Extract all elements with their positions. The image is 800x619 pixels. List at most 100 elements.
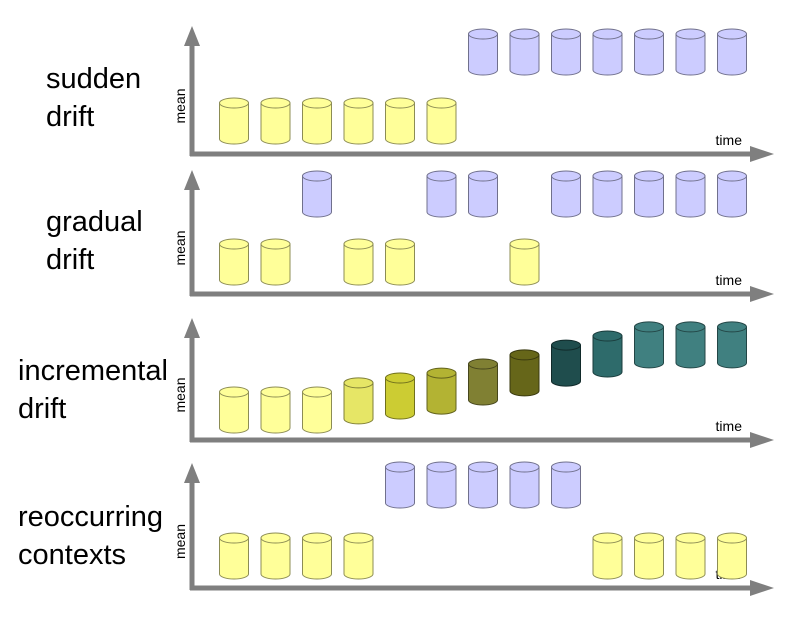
y-axis-label: mean: [172, 230, 188, 265]
block-top: [302, 532, 332, 544]
block-top: [634, 170, 664, 182]
data-block: [551, 170, 581, 218]
block-top: [468, 461, 498, 473]
block-top: [592, 532, 623, 544]
block-body: [551, 175, 581, 218]
data-block: [302, 386, 332, 434]
block-body: [219, 102, 249, 145]
block-top: [302, 97, 332, 109]
x-axis-label: time: [716, 272, 743, 288]
y-axis-arrowhead: [184, 170, 200, 190]
block-body: [468, 175, 498, 218]
block-top: [260, 532, 291, 544]
data-block: [592, 170, 623, 218]
panel-title-gradual-drift: gradual drift: [46, 206, 143, 276]
data-block: [219, 238, 249, 286]
block-body: [675, 175, 706, 218]
block-top: [426, 367, 457, 379]
data-block: [260, 238, 291, 286]
block-top: [509, 238, 540, 250]
block-body: [592, 33, 623, 76]
data-block: [468, 170, 498, 218]
y-axis-label: mean: [172, 88, 188, 123]
block-top: [385, 461, 415, 473]
block-body: [385, 377, 415, 420]
x-axis-arrowhead: [750, 432, 774, 448]
block-body: [468, 363, 498, 406]
block-body: [343, 537, 374, 580]
block-body: [675, 537, 706, 580]
panel-title-sudden-drift: sudden drift: [46, 63, 142, 133]
block-body: [717, 537, 747, 580]
data-block: [509, 349, 540, 397]
block-top: [592, 28, 623, 40]
block-body: [343, 382, 374, 425]
data-block: [343, 532, 374, 580]
data-block: [426, 97, 457, 145]
data-block: [468, 358, 498, 406]
data-block: [468, 28, 498, 76]
block-top: [260, 97, 291, 109]
block-top: [260, 238, 291, 250]
block-body: [302, 537, 332, 580]
y-axis-label: mean: [172, 377, 188, 412]
block-body: [717, 175, 747, 218]
y-axis-arrowhead: [184, 26, 200, 46]
block-top: [634, 321, 664, 333]
data-block: [592, 532, 623, 580]
block-top: [509, 28, 540, 40]
block-body: [302, 102, 332, 145]
data-block: [551, 339, 581, 387]
block-top: [675, 28, 706, 40]
block-top: [426, 97, 457, 109]
block-body: [426, 175, 457, 218]
data-block: [385, 238, 415, 286]
block-top: [675, 532, 706, 544]
block-body: [260, 537, 291, 580]
block-body: [634, 326, 664, 369]
data-block: [717, 532, 747, 580]
block-top: [343, 377, 374, 389]
block-body: [343, 243, 374, 286]
block-top: [509, 349, 540, 361]
block-top: [219, 532, 249, 544]
block-top: [385, 372, 415, 384]
data-block: [634, 170, 664, 218]
block-body: [219, 537, 249, 580]
block-top: [551, 28, 581, 40]
data-block: [509, 238, 540, 286]
block-body: [592, 537, 623, 580]
block-top: [468, 28, 498, 40]
data-block: [592, 330, 623, 378]
x-axis-arrowhead: [750, 146, 774, 162]
data-block: [675, 28, 706, 76]
data-block: [634, 532, 664, 580]
y-axis-arrowhead: [184, 463, 200, 483]
y-axis-label: mean: [172, 524, 188, 559]
block-top: [551, 170, 581, 182]
block-body: [260, 243, 291, 286]
data-block: [675, 532, 706, 580]
data-block: [260, 532, 291, 580]
data-block: [675, 170, 706, 218]
block-top: [343, 532, 374, 544]
y-axis-arrowhead: [184, 318, 200, 338]
block-body: [426, 102, 457, 145]
block-top: [675, 170, 706, 182]
data-block: [302, 170, 332, 218]
block-top: [385, 97, 415, 109]
block-body: [385, 243, 415, 286]
data-block: [385, 97, 415, 145]
block-top: [468, 170, 498, 182]
block-top: [717, 170, 747, 182]
x-axis-arrowhead: [750, 580, 774, 596]
block-top: [634, 28, 664, 40]
block-top: [302, 386, 332, 398]
block-body: [219, 391, 249, 434]
panel-1: mean time: [172, 170, 774, 302]
data-block: [634, 321, 664, 369]
block-body: [592, 175, 623, 218]
data-block: [675, 321, 706, 369]
block-top: [302, 170, 332, 182]
